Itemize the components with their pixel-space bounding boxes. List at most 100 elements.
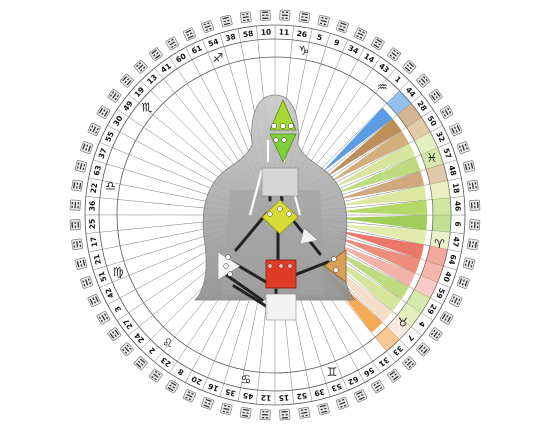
gate-number: 3 <box>113 304 123 313</box>
zodiac-sign: ♈ <box>434 237 445 251</box>
activation-wedge <box>336 185 427 206</box>
hexagram-icon <box>133 59 148 74</box>
hexagram-icon <box>467 179 479 192</box>
zodiac-sign: ♒ <box>377 80 388 94</box>
hexagram-icon <box>456 276 470 289</box>
gate-number: 1 <box>393 74 403 84</box>
gate-number: 26 <box>296 29 308 39</box>
hexagram-icon <box>259 409 271 421</box>
activation-wedge <box>328 130 410 184</box>
hexagram-icon <box>119 73 134 88</box>
activation-wedge <box>336 215 427 230</box>
activation-band <box>420 147 444 170</box>
gate-number: 9 <box>333 38 341 48</box>
hexagram-icon <box>428 89 443 103</box>
hexagram-icon <box>353 389 368 403</box>
hexagram-icon <box>96 311 111 325</box>
hexagram-icon <box>201 20 215 34</box>
hexagram-icon <box>165 36 179 51</box>
hexagram-icon <box>439 105 454 119</box>
gate-number: 18 <box>451 182 461 194</box>
gate-number: 34 <box>347 43 360 56</box>
zodiac-signs: ♑♒♓♈♉♊♋♌♍♎♏♐ <box>105 44 445 387</box>
gate-number: 39 <box>313 387 325 398</box>
hexagram-icon <box>469 219 481 231</box>
hexagram-icon <box>201 396 214 410</box>
activation-band <box>406 289 431 313</box>
activation-wedge <box>324 118 402 179</box>
gate-number: 2 <box>147 345 157 355</box>
gate-number: 40 <box>441 270 453 283</box>
body-shadow <box>222 190 325 295</box>
gate-number: 10 <box>261 27 272 36</box>
hexagram-icon <box>449 293 463 308</box>
activation-band <box>397 103 422 128</box>
gate-number: 35 <box>224 387 236 398</box>
gate-number: 12 <box>261 393 272 403</box>
gate-number: 52 <box>296 391 308 401</box>
gate-number: 38 <box>224 32 236 43</box>
hexagram-icon <box>336 20 349 34</box>
hexagram-icon <box>107 327 122 341</box>
activation-wedge <box>333 156 421 195</box>
gate-number: 6 <box>453 221 462 227</box>
activation-band <box>414 132 438 155</box>
activation-wedge <box>333 235 421 274</box>
heart-center <box>299 227 319 245</box>
hexagram-icon <box>371 36 385 51</box>
gate-number: 32 <box>434 130 447 143</box>
hexagram-icon <box>467 238 479 251</box>
zodiac-sign: ♐ <box>212 51 223 65</box>
hexagram-icon <box>298 11 311 23</box>
gate-number: 25 <box>87 219 96 230</box>
activation-wedge <box>335 230 425 260</box>
zodiac-sign: ♓ <box>427 151 438 165</box>
zodiac-sign: ♊ <box>327 365 338 379</box>
gate-number: 51 <box>97 270 109 283</box>
gate-number: 61 <box>190 43 203 56</box>
gate-number: 17 <box>89 236 99 248</box>
hexagram-icon <box>149 368 163 383</box>
hexagram-icon <box>456 141 470 155</box>
hexagram-icon <box>317 402 330 416</box>
activation-band <box>426 245 448 267</box>
hexagram-icon <box>335 396 349 410</box>
zodiac-sign: ♑ <box>299 44 310 58</box>
activation-wedge <box>328 246 410 300</box>
bodygraph <box>194 94 356 321</box>
gate-number: 45 <box>242 391 254 401</box>
hexagram-icon <box>96 105 111 119</box>
gate-number: 58 <box>242 29 254 39</box>
hexagram-icon <box>402 356 417 371</box>
gate-number: 22 <box>89 182 99 194</box>
zodiac-sign: ♌ <box>162 336 173 350</box>
gate-number: 47 <box>451 236 461 248</box>
hexagram-icon <box>402 59 417 74</box>
zodiac-sign: ♋ <box>241 372 252 386</box>
gate-number: 4 <box>417 319 427 329</box>
hexagram-icon <box>74 160 88 173</box>
hexagram-icon <box>182 389 197 403</box>
hexagram-icon <box>239 407 252 419</box>
hexagram-icon <box>462 257 476 270</box>
activation-band <box>429 230 451 250</box>
activation-band <box>426 163 448 185</box>
gate-number: 16 <box>207 381 220 393</box>
gate-number: 46 <box>453 201 462 212</box>
hexagram-icon <box>182 27 197 41</box>
hexagram-icon <box>298 407 311 419</box>
hexagram-icon <box>74 257 88 270</box>
root-center <box>265 293 297 321</box>
activation-band <box>386 315 412 340</box>
gate-dots <box>223 123 339 277</box>
gate-number: 8 <box>176 367 185 377</box>
gate-number: 57 <box>441 147 453 160</box>
hexagram-icon <box>80 141 94 154</box>
hexagram-icon <box>279 409 291 421</box>
hexagram-icon <box>71 238 83 251</box>
g-center <box>261 199 299 235</box>
hexagram-icon <box>387 368 401 383</box>
hexagram-icon <box>449 122 463 137</box>
zodiac-sign: ♏ <box>142 101 153 115</box>
hexagram-icon <box>220 402 233 416</box>
